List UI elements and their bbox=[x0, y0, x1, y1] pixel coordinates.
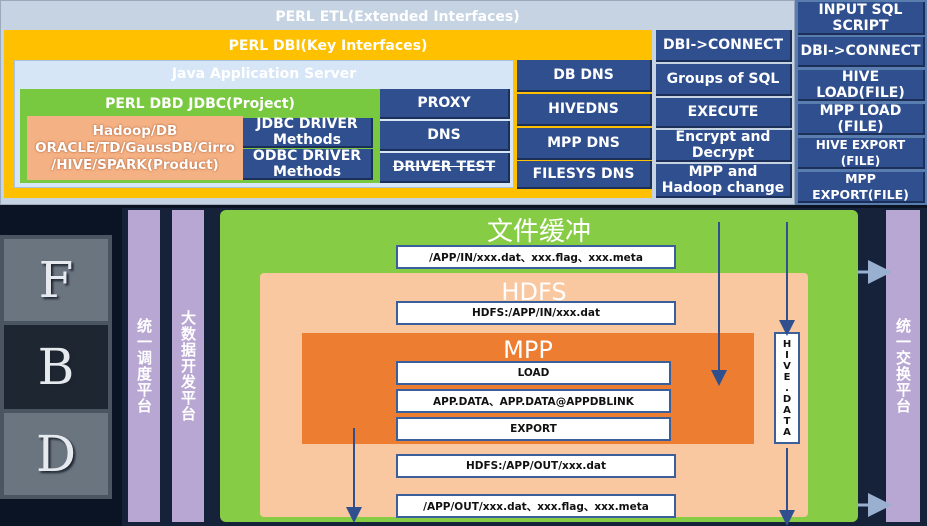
execute-box: EXECUTE bbox=[656, 98, 792, 128]
exchange-platform-label: 统一交换平台 bbox=[894, 318, 912, 414]
fbd-letter-d: D bbox=[4, 413, 108, 495]
mpp-change-line-1: MPP and bbox=[688, 164, 758, 180]
hdfs-in-path: HDFS:/APP/IN/xxx.dat bbox=[396, 301, 676, 325]
mpp-dns-box: MPP DNS bbox=[517, 128, 652, 160]
etl-title: PERL ETL(Extended Interfaces) bbox=[275, 9, 520, 25]
fbd-letter-b: B bbox=[4, 325, 108, 409]
dbi-connect-box: DBI->CONNECT bbox=[656, 30, 792, 62]
file-cache-title: 文件缓冲 bbox=[486, 216, 591, 247]
mpp-export-box: MPP EXPORT(FILE) bbox=[798, 171, 925, 203]
schedule-platform-label: 统一调度平台 bbox=[135, 318, 153, 414]
hdfs-out-path: HDFS:/APP/OUT/xxx.dat bbox=[396, 454, 676, 478]
input-sql-line-2: SCRIPT bbox=[832, 17, 889, 34]
app-data-tables: APP.DATA、APP.DATA@APPDBLINK bbox=[396, 389, 671, 413]
input-sql-script-box: INPUT SQL SCRIPT bbox=[798, 2, 925, 35]
odbc-line-1: ODBC DRIVER bbox=[252, 147, 362, 164]
jdbc-line-2: Methods bbox=[272, 132, 342, 148]
product-line-3: /HIVE/SPARK(Product) bbox=[51, 156, 219, 173]
bigdata-dev-platform: 大数据开发平台 bbox=[172, 210, 204, 522]
app-out-files: /APP/OUT/xxx.dat、xxx.flag、xxx.meta bbox=[396, 494, 676, 518]
right-dbi-connect-box: DBI->CONNECT bbox=[798, 37, 925, 67]
jdbc-driver-box: JDBC DRIVER Methods bbox=[243, 116, 373, 148]
encrypt-box: Encrypt and Decrypt bbox=[656, 129, 792, 162]
java-title: Java Application Server bbox=[171, 66, 357, 82]
mpp-title: MPP bbox=[503, 336, 553, 364]
db-dns-box: DB DNS bbox=[517, 60, 652, 92]
unified-schedule-platform: 统一调度平台 bbox=[128, 210, 160, 522]
hive-load-box: HIVE LOAD(FILE) bbox=[798, 69, 925, 101]
jdbc-line-1: JDBC DRIVER bbox=[256, 116, 358, 132]
mpp-load-box: MPP LOAD (FILE) bbox=[798, 103, 925, 135]
proxy-box: PROXY bbox=[380, 89, 510, 119]
driver-test-box: DRIVER TEST bbox=[380, 153, 510, 183]
odbc-line-2: Methods bbox=[272, 163, 342, 180]
hive-data-box: HIVE.DATA bbox=[774, 332, 800, 444]
fbd-letter-f: F bbox=[4, 239, 108, 321]
encrypt-line-2: Decrypt bbox=[691, 145, 755, 161]
input-sql-line-1: INPUT SQL bbox=[818, 1, 903, 18]
encrypt-line-1: Encrypt and bbox=[675, 129, 771, 145]
app-in-files: /APP/IN/xxx.dat、xxx.flag、xxx.meta bbox=[396, 245, 676, 269]
mpp-hadoop-change-box: MPP and Hadoop change bbox=[656, 164, 792, 198]
product-line-1: Hadoop/DB bbox=[92, 122, 178, 139]
hive-data-label: HIVE.DATA bbox=[781, 338, 793, 438]
load-step: LOAD bbox=[396, 361, 671, 385]
groups-sql-box: Groups of SQL bbox=[656, 64, 792, 96]
bigdata-platform-label: 大数据开发平台 bbox=[179, 310, 197, 422]
dns-box: DNS bbox=[380, 121, 510, 151]
dbd-title: PERL DBD JDBC(Project) bbox=[105, 96, 295, 112]
dbi-title: PERL DBI(Key Interfaces) bbox=[228, 38, 428, 54]
hive-export-box: HIVE EXPORT (FILE) bbox=[798, 138, 925, 169]
hive-dns-box: HIVEDNS bbox=[517, 94, 652, 126]
export-step: EXPORT bbox=[396, 417, 671, 441]
odbc-driver-box: ODBC DRIVER Methods bbox=[243, 147, 373, 180]
product-box: Hadoop/DB ORACLE/TD/GaussDB/Cirro /HIVE/… bbox=[27, 116, 243, 180]
product-line-2: ORACLE/TD/GaussDB/Cirro bbox=[35, 139, 235, 156]
filesys-dns-box: FILESYS DNS bbox=[517, 161, 652, 189]
mpp-change-line-2: Hadoop change bbox=[661, 180, 785, 196]
